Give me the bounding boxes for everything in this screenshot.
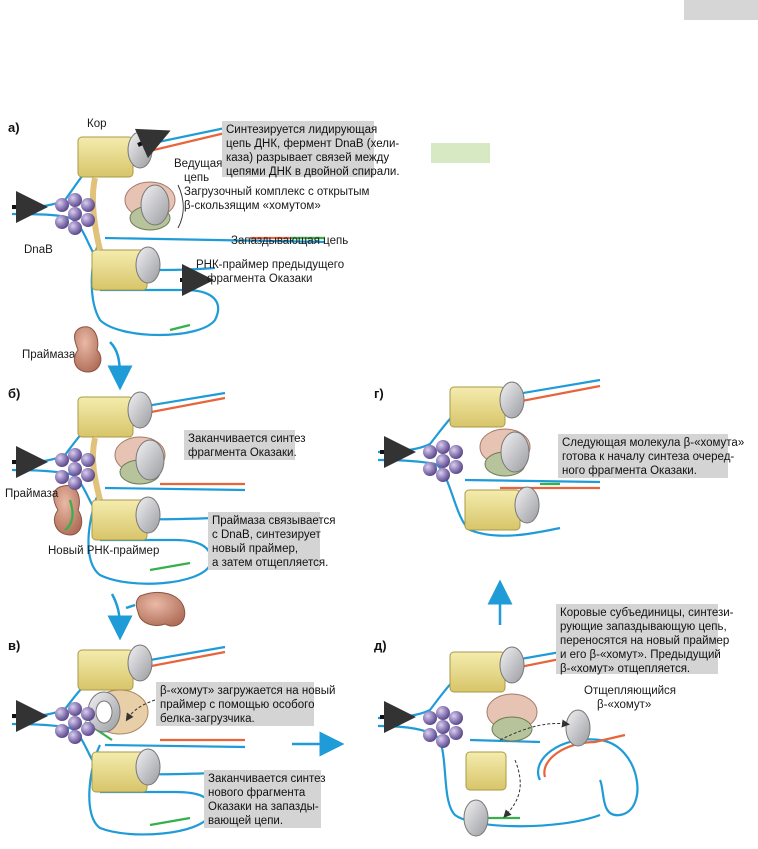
panel-a-dnab-ball xyxy=(55,198,69,212)
callout-b2-line: новый праймер, xyxy=(212,543,298,555)
callout-v1-box xyxy=(156,682,314,726)
callout-b2-line: а затем отщепляется. xyxy=(212,557,328,569)
callout-g-line: готова к началу синтеза очеред- xyxy=(562,451,734,463)
label-vedushaya-2: цепь xyxy=(184,172,209,184)
panel-a-clamp-top xyxy=(127,131,153,169)
panel-a-primer-old xyxy=(169,323,191,332)
panel-a-dnab-ball xyxy=(68,193,82,207)
panel-a-lagging-top xyxy=(104,236,326,244)
callout-g-line: Следующая молекула β-«хомута» xyxy=(562,437,744,449)
callout-a-line: Синтезируется лидирующая xyxy=(226,124,377,136)
green-placeholder xyxy=(431,143,490,163)
label-loading-complex-1: Загрузочный комплекс с открытым xyxy=(184,186,370,198)
panel-g: г) Следующая молекула β-«хомута» готова … xyxy=(374,378,744,537)
callout-v1-line: праймер с помощью особого xyxy=(160,699,314,711)
label-rna-primer-prev-1: РНК-праймер предыдущего xyxy=(196,259,344,271)
callout-g-box xyxy=(558,434,728,478)
callout-d-line: переносятся на новый праймер xyxy=(560,635,729,647)
panel-d-detaching-clamp xyxy=(565,709,591,747)
panel-a-letter: а) xyxy=(8,120,20,135)
label-loading-complex-2: β-скользящим «хомутом» xyxy=(184,200,321,212)
callout-d-line: Коровые субъединицы, синтези- xyxy=(560,607,734,619)
panel-v: в) β-«хомут» загружается на новый прайме… xyxy=(8,638,335,836)
arrow-a-b xyxy=(107,341,133,391)
primase-bound-b xyxy=(53,485,83,536)
panel-b: б) Праймаза Новый РНК-праймер Заканчивае… xyxy=(5,386,336,585)
label-vedushaya-1: Ведущая xyxy=(174,158,222,170)
callout-b2-line: Праймаза связывается xyxy=(212,515,336,527)
panel-a-dnab-ball xyxy=(68,207,82,221)
callout-d-box xyxy=(556,604,718,674)
panel-v-letter: в) xyxy=(8,638,20,653)
panel-a-clamp-bottom xyxy=(135,246,161,284)
panel-a: а) Кор Ведущ xyxy=(8,118,400,337)
callout-v1-line: β-«хомут» загружается на новый xyxy=(160,685,335,697)
primase-released xyxy=(135,592,186,627)
label-primase-b: Праймаза xyxy=(5,488,59,500)
label-kor: Кор xyxy=(87,118,107,130)
callout-b2-box xyxy=(208,512,320,570)
panel-g-letter: г) xyxy=(374,386,384,401)
callout-v2-line: Оказаки на запазды- xyxy=(208,801,319,813)
callout-d-line: и его β-«хомут». Предыдущий xyxy=(560,649,721,661)
callout-a-line: каза) разрывает связей между xyxy=(226,152,389,164)
label-rna-primer-prev-2: фрагмента Оказаки xyxy=(207,273,312,285)
panel-d: д) Отщепляющийся β-«хомут» Коровые субъе… xyxy=(374,604,734,837)
panel-a-dnab-ball xyxy=(55,215,69,229)
transition-a-b: Праймаза xyxy=(22,326,133,391)
panel-a-dnab-ball xyxy=(68,221,82,235)
panel-b-letter: б) xyxy=(8,386,20,401)
corner-tab xyxy=(684,0,758,20)
primase-shape-top xyxy=(73,326,102,373)
panel-a-arrow-top xyxy=(134,128,171,159)
transition-b-v xyxy=(107,592,186,641)
callout-v2-box xyxy=(204,770,321,828)
panel-a-open-clamp xyxy=(140,184,170,226)
label-detaching-clamp-2: β-«хомут» xyxy=(597,699,651,711)
callout-a-box xyxy=(222,121,374,177)
callout-v2-line: Заканчивается синтез xyxy=(208,773,326,785)
callout-v2-line: вающей цепи. xyxy=(208,815,283,827)
callout-b1-line: фрагмента Оказаки. xyxy=(188,447,297,459)
callout-v2-line: нового фрагмента xyxy=(208,787,306,799)
label-detaching-clamp-1: Отщепляющийся xyxy=(584,685,676,697)
panel-d-letter: д) xyxy=(374,638,387,653)
label-lagging-strand: Запаздывающая цепь xyxy=(231,235,348,247)
callout-v1-line: белка-загрузчика. xyxy=(160,713,255,725)
callout-d-line: β-«хомут» отщепляется. xyxy=(560,663,690,675)
label-primase-top: Праймаза xyxy=(22,349,76,361)
callout-b2-line: с DnaB, синтезирует xyxy=(212,529,322,541)
callout-a-line: цепь ДНК, фермент DnaB (хели- xyxy=(226,138,399,150)
label-new-rna-primer: Новый РНК-праймер xyxy=(48,545,159,557)
panel-a-dnab-ball xyxy=(81,198,95,212)
callout-a-line: цепями ДНК в двойной спирали. xyxy=(226,166,400,178)
callout-b1-line: Заканчивается синтез xyxy=(188,433,306,445)
panel-a-dnab-ball xyxy=(81,213,95,227)
label-dnab: DnaB xyxy=(24,244,53,256)
panel-a-core-top xyxy=(77,136,134,178)
callout-g-line: ного фрагмента Оказаки. xyxy=(562,465,697,477)
callout-b1-box xyxy=(184,430,295,460)
callout-d-line: рующие запаздывающую цепь, xyxy=(560,621,727,633)
